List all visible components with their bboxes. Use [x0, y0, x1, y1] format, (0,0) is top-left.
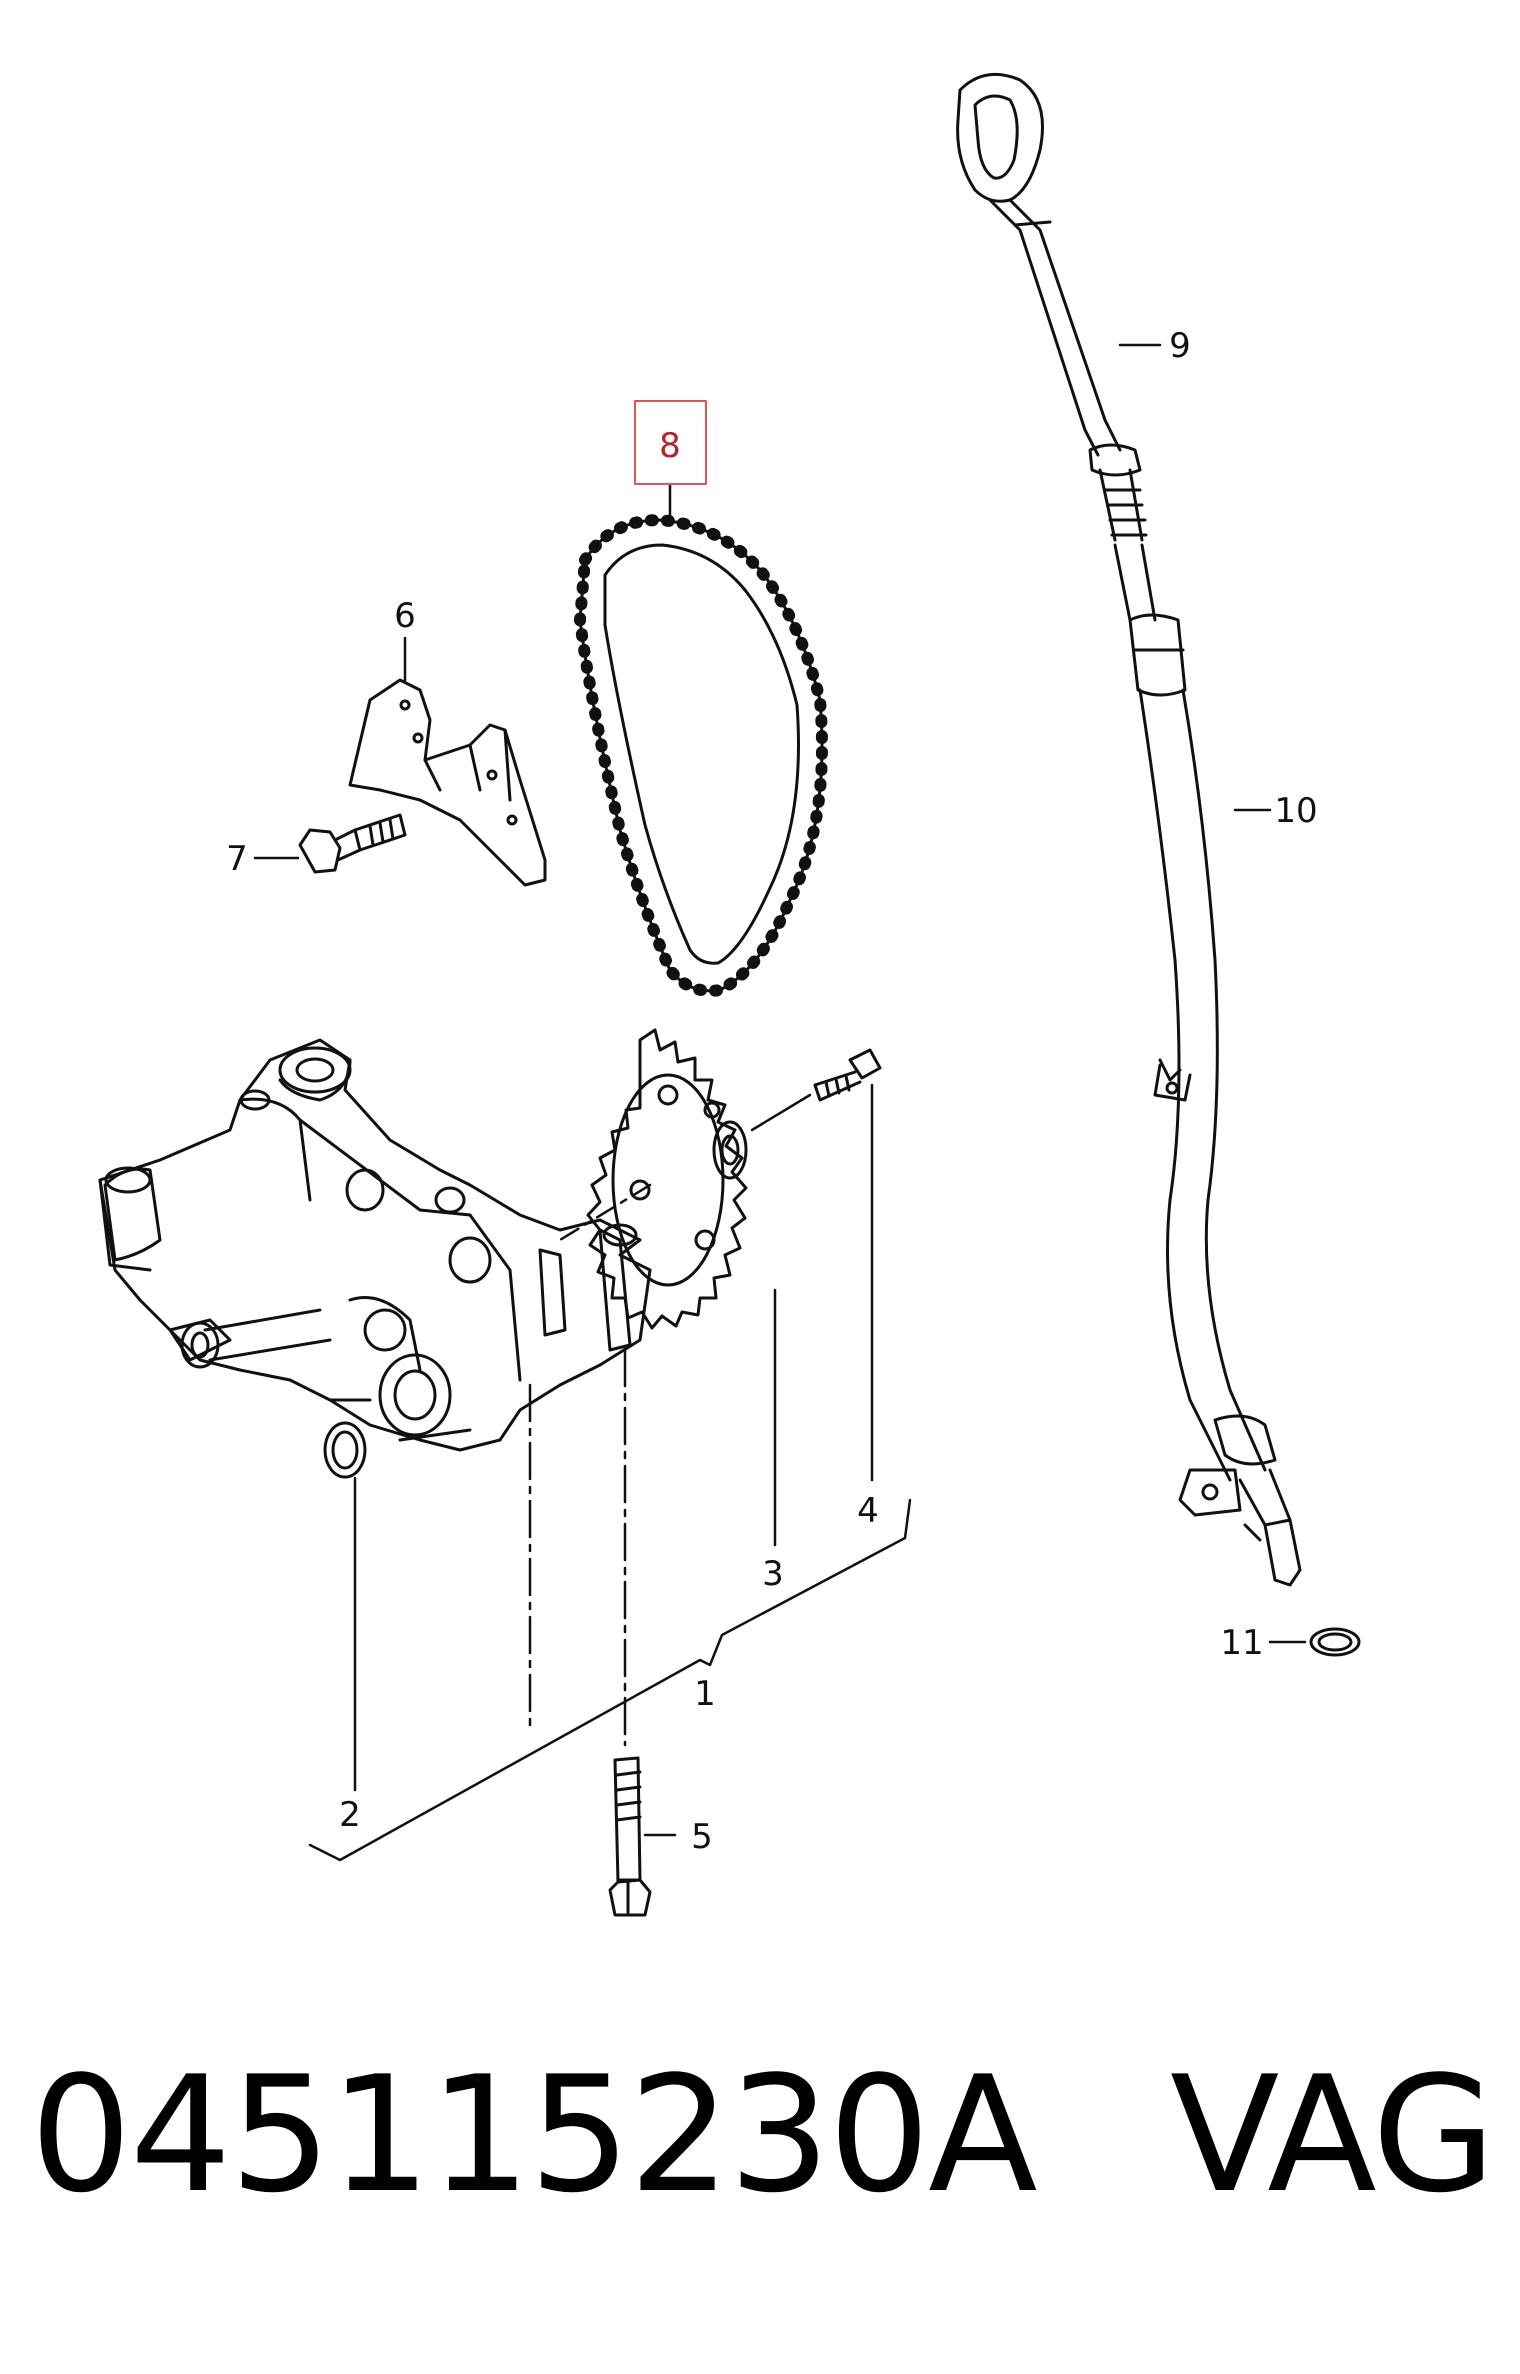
- callout-9: 9: [1169, 326, 1191, 366]
- chain-tensioner: [348, 678, 547, 887]
- brand-name: VAG: [1170, 2041, 1496, 2228]
- drive-chain: [574, 514, 828, 997]
- callout-1: 1: [694, 1674, 716, 1714]
- callout-10: 10: [1274, 791, 1317, 831]
- o-ring-2: [323, 1421, 367, 1479]
- callout-5: 5: [691, 1817, 713, 1857]
- part-caption: 045115230A VAG: [30, 2040, 1500, 2230]
- seal-ring-11: [1309, 1627, 1361, 1657]
- callout-labels: 1 2 3 4 5 6 7 8 9 10 11: [226, 326, 1317, 1857]
- callout-8: 8: [659, 426, 681, 466]
- oil-pump: [98, 1038, 652, 1452]
- bolt-5: [608, 1756, 652, 1917]
- dipstick-tip: [1243, 1518, 1302, 1587]
- bolt-4: [813, 1048, 882, 1102]
- callout-7: 7: [226, 839, 248, 879]
- leader-lines: [253, 343, 1307, 1862]
- bolt-7: [298, 813, 407, 874]
- part-number: 045115230A: [30, 2041, 1038, 2228]
- callout-3: 3: [762, 1554, 784, 1594]
- dipstick-guide-tube: [1128, 613, 1292, 1527]
- callout-11: 11: [1220, 1623, 1263, 1663]
- sprocket: [586, 1028, 748, 1330]
- callout-4: 4: [857, 1491, 879, 1531]
- callout-6: 6: [394, 596, 416, 636]
- dipstick: [956, 72, 1157, 622]
- callout-highlight-8: [634, 400, 707, 485]
- callout-2: 2: [339, 1795, 361, 1835]
